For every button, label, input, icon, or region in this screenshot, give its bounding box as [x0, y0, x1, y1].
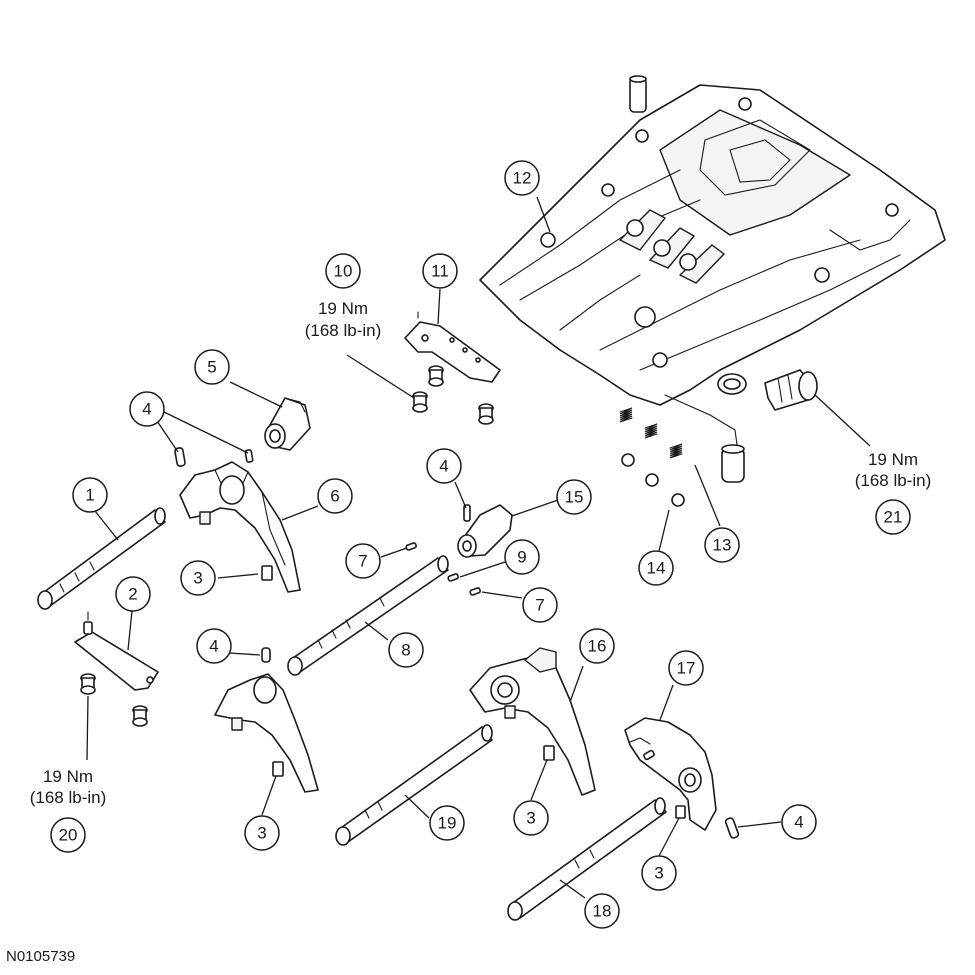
callout-4b: 4: [196, 628, 232, 664]
callout-15: 15: [556, 479, 592, 515]
callout-7a-label: 7: [358, 552, 367, 571]
callout-12: 12: [504, 160, 540, 196]
torque-10-line2: (168 lb-in): [305, 321, 382, 340]
callout-3a: 3: [180, 560, 216, 596]
callout-21: 21: [875, 499, 911, 535]
part-15-selector: [457, 504, 513, 558]
callout-7a: 7: [345, 543, 381, 579]
part-18-shift-shaft: [507, 797, 667, 921]
callout-3c-label: 3: [526, 809, 535, 828]
torque-spec-21: 19 Nm (168 lb-in): [855, 450, 932, 490]
part-3-insert-a: [261, 565, 273, 581]
callout-2-label: 2: [128, 585, 137, 604]
part-8-shift-shaft: [287, 555, 449, 676]
callout-5: 5: [194, 349, 230, 385]
callout-4c-label: 4: [439, 457, 448, 476]
callout-3a-label: 3: [193, 569, 202, 588]
callout-20: 20: [50, 817, 86, 853]
callout-4a-label: 4: [142, 400, 151, 419]
part-fork-lower-left: [214, 647, 319, 793]
figure-id: N0105739: [6, 948, 76, 965]
callout-10: 10: [325, 253, 361, 289]
callout-4c: 4: [426, 448, 462, 484]
callout-4b-label: 4: [209, 637, 218, 656]
callout-17-label: 17: [677, 659, 696, 678]
callout-14: 14: [638, 550, 674, 586]
callout-19-label: 19: [438, 814, 457, 833]
callout-4d-label: 4: [794, 813, 803, 832]
callout-17: 17: [668, 650, 704, 686]
torque-20-line1: 19 Nm: [43, 767, 93, 786]
part-16-shift-fork: [469, 647, 596, 796]
callout-18-label: 18: [593, 902, 612, 921]
callout-9: 9: [504, 539, 540, 575]
part-19-shift-shaft: [335, 724, 493, 846]
callout-7b: 7: [522, 587, 558, 623]
part-13-14-springs-balls: [619, 394, 745, 507]
callout-10-label: 10: [334, 262, 353, 281]
part-11-bracket: [404, 311, 501, 425]
callout-11: 11: [422, 253, 458, 289]
callout-3b-label: 3: [257, 824, 266, 843]
torque-21-line1: 19 Nm: [868, 450, 918, 469]
torque-spec-10: 19 Nm (168 lb-in): [305, 299, 382, 340]
callout-20-label: 20: [59, 826, 78, 845]
callout-6-label: 6: [330, 487, 339, 506]
callout-14-label: 14: [647, 559, 666, 578]
callout-3b: 3: [244, 815, 280, 851]
callout-3c: 3: [513, 800, 549, 836]
callout-2: 2: [115, 576, 151, 612]
torque-spec-20: 19 Nm (168 lb-in): [30, 767, 107, 807]
callout-21-label: 21: [884, 508, 903, 527]
part-5-selector-block: [264, 397, 311, 451]
callout-3d-label: 3: [654, 864, 663, 883]
callout-6: 6: [317, 478, 353, 514]
callout-5-label: 5: [207, 358, 216, 377]
callout-19: 19: [429, 805, 465, 841]
callout-18: 18: [584, 893, 620, 929]
callout-12-label: 12: [513, 169, 532, 188]
callout-13: 13: [704, 527, 740, 563]
callout-16-label: 16: [588, 637, 607, 656]
callout-15-label: 15: [565, 488, 584, 507]
callout-8-label: 8: [401, 641, 410, 660]
part-6-shift-fork: [179, 461, 301, 593]
part-2-plate: [74, 611, 159, 727]
torque-20-line2: (168 lb-in): [30, 788, 107, 807]
callout-16: 16: [579, 628, 615, 664]
callout-7b-label: 7: [535, 596, 544, 615]
callout-1-label: 1: [85, 486, 94, 505]
torque-10-line1: 19 Nm: [318, 299, 368, 318]
part-21-plug: [717, 369, 818, 411]
callout-13-label: 13: [713, 536, 732, 555]
callout-4d: 4: [781, 804, 817, 840]
callout-3d: 3: [641, 855, 677, 891]
callout-11-label: 11: [431, 262, 449, 281]
leader-lines: [86, 196, 871, 899]
torque-21-line2: (168 lb-in): [855, 471, 932, 490]
callout-9-label: 9: [517, 548, 526, 567]
part-17-shift-fork: [624, 717, 740, 839]
callout-8: 8: [388, 632, 424, 668]
part-12-cover-housing: [479, 75, 946, 406]
callout-4a: 4: [129, 391, 165, 427]
callout-1: 1: [72, 477, 108, 513]
